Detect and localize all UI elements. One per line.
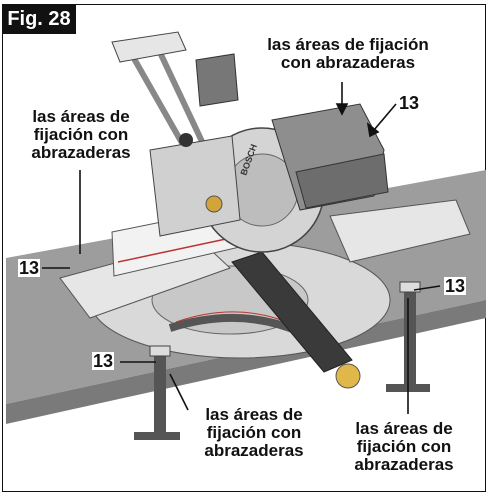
rail-left <box>125 46 189 152</box>
front-slide-arm <box>231 251 353 373</box>
callout-bottom-right-line-3: abrazaderas <box>354 455 454 474</box>
callout-top-line-1: las áreas de fijación <box>267 35 429 54</box>
callout-top: las áreas de fijación con abrazaderas <box>248 36 448 72</box>
bevel-knob <box>205 195 223 213</box>
trigger-handle <box>111 31 187 63</box>
callout-bottom-mid: las áreas de fijación con abrazaderas <box>192 406 316 460</box>
figure-label: Fig. 28 <box>2 4 76 34</box>
callout-bottom-mid-line-2: fijación con <box>206 423 302 442</box>
leader-lines <box>42 82 441 414</box>
callout-left-line-3: abrazaderas <box>31 143 131 162</box>
callout-left-line-2: fijación con <box>33 125 129 144</box>
callout-bottom-right-line-1: las áreas de <box>355 419 453 438</box>
callout-bottom-mid-line-3: abrazaderas <box>204 441 304 460</box>
callout-left-line-1: las áreas de <box>32 107 130 126</box>
rear-housing <box>195 53 239 107</box>
part-number-bottom-left: 13 <box>92 351 115 371</box>
part-number-right: 13 <box>444 276 467 296</box>
rail-right <box>153 42 209 152</box>
lock-knob <box>179 133 193 147</box>
callout-left: las áreas de fijación con abrazaderas <box>22 108 140 162</box>
callout-bottom-mid-line-1: las áreas de <box>205 405 303 424</box>
part-number-top-right: 13 <box>398 93 421 113</box>
right-extension-table <box>329 199 471 263</box>
part-number-left: 13 <box>18 258 41 278</box>
carry-handle <box>295 153 389 209</box>
bevel-arm <box>149 135 241 237</box>
fence-scale <box>117 235 241 263</box>
front-knob <box>335 363 361 389</box>
clamp-front-left <box>134 345 180 440</box>
callout-bottom-right: las áreas de fijación con abrazaderas <box>342 420 466 474</box>
callout-top-line-2: con abrazaderas <box>280 53 416 72</box>
callout-bottom-right-line-2: fijación con <box>356 437 452 456</box>
